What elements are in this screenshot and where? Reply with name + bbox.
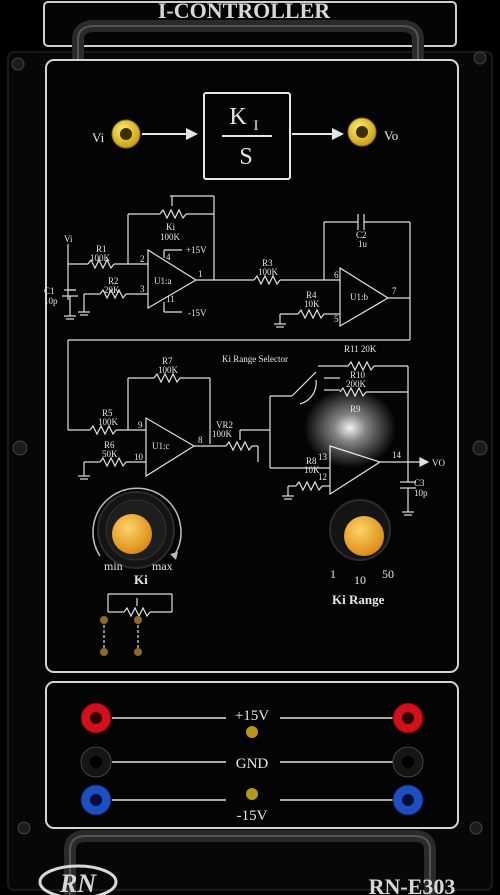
label-pin9: 9 bbox=[138, 420, 143, 430]
label-ki-val: 100K bbox=[160, 232, 181, 242]
label-r11: R11 20K bbox=[344, 344, 377, 354]
label-r7: R7 bbox=[162, 356, 173, 366]
gain-numerator: K bbox=[229, 104, 247, 130]
label-pin4: 4 bbox=[166, 252, 171, 262]
power-rail-minus15 bbox=[80, 784, 424, 816]
test-point-jacks[interactable] bbox=[100, 616, 142, 656]
label-r2-val: 20K bbox=[104, 285, 120, 295]
label-r9: R9 bbox=[350, 404, 361, 414]
power-rail-gnd bbox=[80, 746, 424, 778]
label-c3: C3 bbox=[414, 478, 425, 488]
power-rail-plus15 bbox=[80, 702, 424, 738]
label-pin12: 12 bbox=[318, 472, 327, 482]
label-r8: R8 bbox=[306, 456, 317, 466]
gnd-jack-right[interactable] bbox=[392, 746, 424, 778]
label-vr2-val: 100K bbox=[212, 429, 233, 439]
plus15-led bbox=[246, 726, 258, 738]
rn-logo: RN bbox=[38, 864, 118, 895]
vi-label: Vi bbox=[92, 130, 105, 145]
ki-knob-max: max bbox=[152, 559, 173, 573]
block-diagram: Vi K I S Vo bbox=[92, 92, 398, 180]
label-pin5: 5 bbox=[334, 314, 339, 324]
ki-range-label: Ki Range bbox=[332, 592, 385, 607]
label-pin2: 2 bbox=[140, 254, 145, 264]
label-selector: Ki Range Selector bbox=[222, 354, 288, 364]
label-pin14: 14 bbox=[392, 450, 402, 460]
module-title: I-CONTROLLER bbox=[158, 0, 331, 23]
plus15-jack-right[interactable] bbox=[392, 702, 424, 734]
model-number: RN-E303 bbox=[369, 874, 456, 895]
gain-subscript: I bbox=[254, 118, 259, 134]
label-pin6: 6 bbox=[334, 270, 339, 280]
schematic-labels: Vi R1 100K Ki 100K R2 20K C1 10p +15V -1… bbox=[44, 222, 445, 498]
vo-label: Vo bbox=[384, 128, 398, 143]
label-minus15: -15V bbox=[188, 308, 207, 318]
label-c1: C1 bbox=[44, 286, 55, 296]
label-pin10: 10 bbox=[134, 452, 144, 462]
minus15-jack-right[interactable] bbox=[392, 784, 424, 816]
label-ki: Ki bbox=[166, 222, 175, 232]
gnd-label: GND bbox=[236, 756, 269, 772]
label-vi: Vi bbox=[64, 234, 73, 244]
screw-icon bbox=[11, 51, 488, 835]
label-pin11: 11 bbox=[166, 294, 175, 304]
label-r5-val: 100K bbox=[98, 417, 119, 427]
label-r5: R5 bbox=[102, 408, 113, 418]
label-r10-val: 200K bbox=[346, 379, 367, 389]
label-c1-val: 10p bbox=[44, 296, 58, 306]
label-r1-val: 100K bbox=[90, 253, 111, 263]
range-pos-1: 1 bbox=[330, 567, 336, 581]
label-r6: R6 bbox=[104, 440, 115, 450]
ki-knob[interactable] bbox=[92, 487, 182, 569]
label-r4: R4 bbox=[306, 290, 317, 300]
minus15-jack-left[interactable] bbox=[80, 784, 112, 816]
pot-symbol bbox=[103, 593, 173, 650]
label-plus15: +15V bbox=[186, 245, 207, 255]
logo-text: RN bbox=[59, 869, 97, 895]
label-u1b: U1:b bbox=[350, 292, 369, 302]
range-pos-10: 10 bbox=[354, 573, 366, 587]
vo-output-jack[interactable] bbox=[347, 117, 377, 147]
label-pin3: 3 bbox=[140, 284, 145, 294]
label-pin13: 13 bbox=[318, 452, 328, 462]
label-vo: VO bbox=[432, 458, 445, 468]
plus15-label: +15V bbox=[235, 708, 269, 724]
label-r2: R2 bbox=[108, 276, 119, 286]
label-pin7: 7 bbox=[392, 286, 397, 296]
label-c2-val: 1u bbox=[358, 239, 368, 249]
ki-range-positions: 1 10 50 bbox=[330, 567, 394, 587]
ki-knob-min: min bbox=[104, 559, 123, 573]
range-pos-50: 50 bbox=[382, 567, 394, 581]
plus15-jack-left[interactable] bbox=[80, 702, 112, 734]
vi-input-jack[interactable] bbox=[111, 119, 141, 149]
label-r10: R10 bbox=[350, 370, 366, 380]
ki-range-knob[interactable] bbox=[329, 499, 391, 561]
gain-denominator: S bbox=[239, 144, 252, 170]
minus15-label: -15V bbox=[237, 808, 268, 824]
label-pin1: 1 bbox=[198, 269, 203, 279]
label-u1c: U1:c bbox=[152, 441, 170, 451]
label-r1: R1 bbox=[96, 244, 107, 254]
label-c3-val: 10p bbox=[414, 488, 428, 498]
label-c2: C2 bbox=[356, 230, 367, 240]
label-r6-val: 50K bbox=[102, 449, 118, 459]
light-glare bbox=[304, 388, 396, 468]
label-r4-val: 10K bbox=[304, 299, 320, 309]
label-r7-val: 100K bbox=[158, 365, 179, 375]
ki-knob-label: Ki bbox=[134, 572, 148, 587]
label-r3: R3 bbox=[262, 258, 273, 268]
minus15-led bbox=[246, 788, 258, 800]
label-r3-val: 100K bbox=[258, 267, 279, 277]
label-r8-val: 10K bbox=[304, 465, 320, 475]
label-pin8: 8 bbox=[198, 435, 203, 445]
label-u1a: U1:a bbox=[154, 276, 172, 286]
label-vr2: VR2 bbox=[216, 420, 233, 430]
gnd-jack-left[interactable] bbox=[80, 746, 112, 778]
